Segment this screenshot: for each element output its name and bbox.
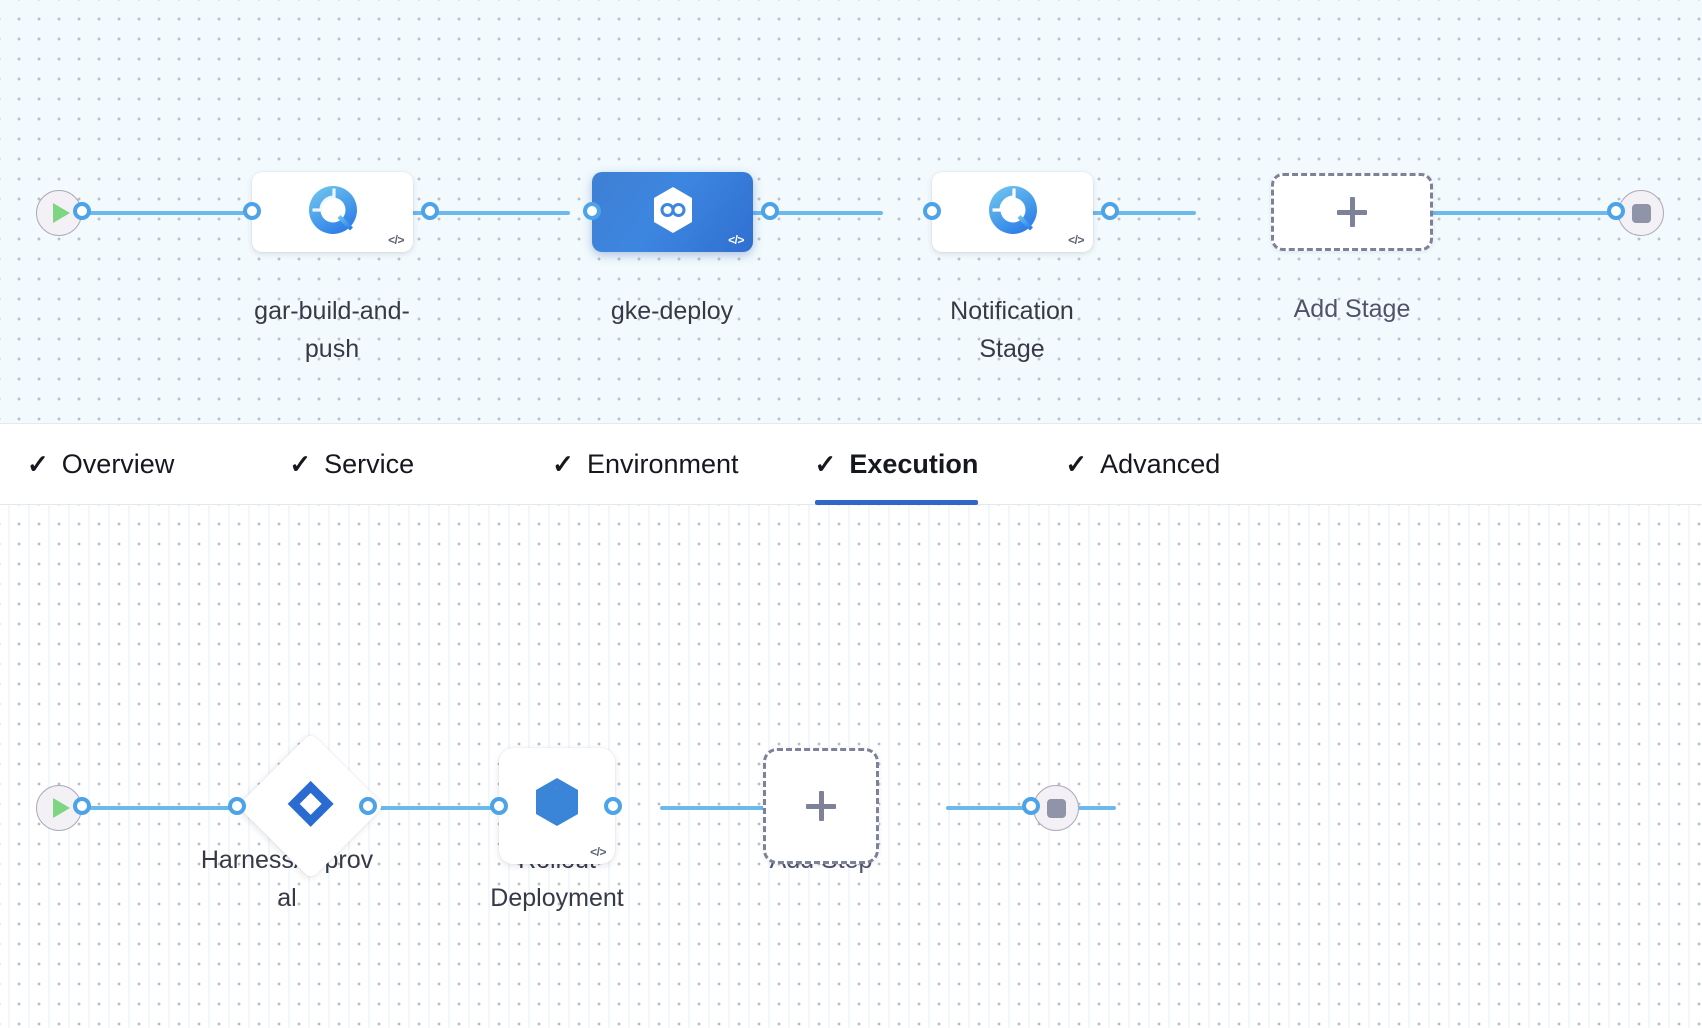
- tab-advanced[interactable]: ✓ Advanced: [1065, 424, 1220, 505]
- stage-connector-wire: [703, 211, 883, 215]
- add-stage-label: Add Stage: [1293, 295, 1411, 323]
- stage-config-tabbar[interactable]: ✓ Overview ✓ Service ✓ Environment ✓ Exe…: [0, 424, 1702, 505]
- step-label-harness-approval: HarnessApprov al: [200, 846, 374, 912]
- step-connector-dot[interactable]: [1022, 797, 1040, 815]
- stage-label-notification-stage: Notification Stage: [950, 297, 1074, 363]
- check-icon: ✓: [814, 449, 837, 479]
- step-connector-dot[interactable]: [228, 797, 246, 815]
- stage-node-gke-deploy[interactable]: </>: [592, 172, 753, 252]
- stage-connector-dot[interactable]: [1607, 202, 1625, 220]
- stage-connector-dot[interactable]: [583, 202, 601, 220]
- step-connector-wire: [660, 806, 820, 810]
- ci-build-icon: [987, 184, 1039, 241]
- step-connector-wire: [70, 806, 235, 810]
- stage-connector-wire: [1329, 211, 1629, 215]
- tab-service-label: Service: [324, 448, 415, 479]
- execution-step-canvas[interactable]: HarnessApprov al </> Rollout Deployment …: [0, 505, 1702, 1028]
- check-icon: ✓: [1065, 449, 1088, 479]
- stage-connector-dot[interactable]: [421, 202, 439, 220]
- tab-underline: [552, 500, 738, 505]
- tab-underline: [814, 499, 979, 505]
- stage-connector-dot[interactable]: [761, 202, 779, 220]
- step-connector-dot[interactable]: [604, 797, 622, 815]
- tab-overview[interactable]: ✓ Overview: [27, 424, 174, 505]
- stage-node-notification-stage[interactable]: </>: [932, 172, 1093, 252]
- tab-execution[interactable]: ✓ Execution: [814, 424, 979, 505]
- tab-underline: [27, 500, 174, 505]
- tab-execution-label: Execution: [849, 448, 979, 479]
- cd-deploy-icon: [647, 184, 699, 241]
- execution-start-node[interactable]: [36, 785, 82, 831]
- stage-connector-dot[interactable]: [243, 202, 261, 220]
- stage-connector-wire: [390, 211, 570, 215]
- play-icon: [53, 203, 70, 223]
- pipeline-stage-canvas[interactable]: </> gar-build-and- push </> gke-deploy: [0, 0, 1702, 424]
- tab-overview-label: Overview: [61, 448, 175, 479]
- step-connector-dot[interactable]: [73, 797, 91, 815]
- stage-connector-dot[interactable]: [73, 202, 91, 220]
- play-icon: [53, 798, 70, 818]
- add-stage-button[interactable]: [1271, 173, 1433, 251]
- step-connector-dot[interactable]: [359, 797, 377, 815]
- stage-code-badge: </>: [1068, 233, 1084, 247]
- pipeline-end-node[interactable]: [1618, 190, 1664, 236]
- tab-service[interactable]: ✓ Service: [289, 424, 414, 505]
- step-node-rollout-deployment[interactable]: </>: [499, 748, 615, 864]
- step-code-badge: </>: [590, 845, 606, 859]
- tab-environment-label: Environment: [586, 448, 739, 479]
- stage-code-badge: </>: [728, 233, 744, 247]
- stop-icon: [1046, 798, 1066, 818]
- harness-logo-icon: [286, 779, 336, 834]
- tab-advanced-label: Advanced: [1100, 448, 1221, 479]
- step-connector-wire: [376, 806, 536, 810]
- tab-underline: [1065, 500, 1220, 505]
- stage-connector-wire: [70, 211, 250, 215]
- plus-icon: [1335, 195, 1369, 229]
- stop-icon: [1631, 203, 1651, 223]
- k8s-rollout-icon: [528, 775, 586, 838]
- tab-environment[interactable]: ✓ Environment: [552, 424, 738, 505]
- tab-underline: [289, 500, 414, 505]
- ci-build-icon: [307, 184, 359, 241]
- stage-connector-dot[interactable]: [1101, 202, 1119, 220]
- execution-end-node[interactable]: [1033, 785, 1079, 831]
- check-icon: ✓: [289, 449, 312, 479]
- check-icon: ✓: [27, 449, 49, 479]
- plus-icon: [804, 789, 838, 823]
- check-icon: ✓: [552, 449, 574, 479]
- stage-node-gar-build-and-push[interactable]: </>: [252, 172, 413, 252]
- stage-connector-dot[interactable]: [923, 202, 941, 220]
- step-connector-dot[interactable]: [490, 797, 508, 815]
- stage-label-gar-build-and-push: gar-build-and- push: [254, 297, 410, 363]
- step-node-harness-approval[interactable]: [237, 732, 385, 880]
- stage-code-badge: </>: [388, 233, 404, 247]
- stage-label-gke-deploy: gke-deploy: [610, 297, 734, 325]
- add-step-button[interactable]: [763, 748, 879, 864]
